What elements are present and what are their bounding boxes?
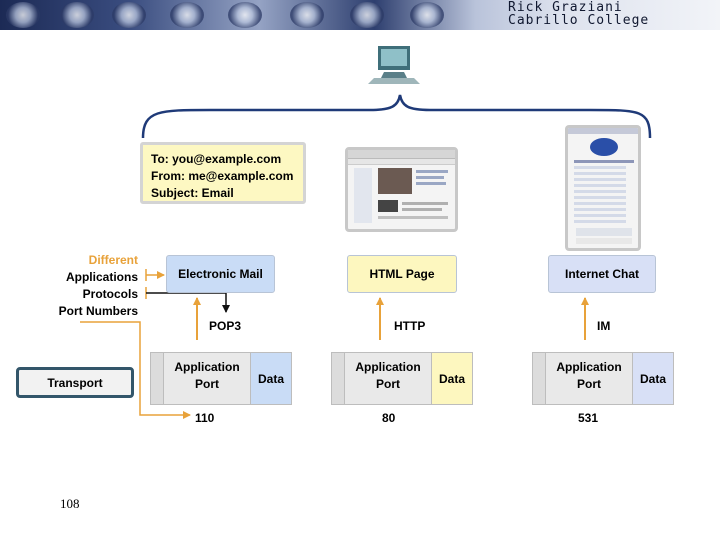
label-applications: Applications [65,270,138,284]
segment-chat: Application Port Data [532,352,674,405]
header-banner: Rick Graziani Cabrillo College [0,0,720,30]
port-80: 80 [382,411,396,425]
computer-icon [368,46,420,84]
segment-header: Application Port [345,353,431,404]
webpage-screenshot [345,147,458,232]
segment-data: Data [431,353,472,404]
slide-number: 108 [60,496,80,511]
header-line-1: Application [355,360,421,374]
side-label-pointers [145,269,230,313]
app-internet-chat: Internet Chat [548,255,656,293]
port-110: 110 [195,411,215,425]
segment-data: Data [632,353,673,404]
protocol-pop3: POP3 [209,319,242,333]
segment-email: Application Port Data [150,352,292,405]
header-line-2: Port [376,377,400,391]
email-header-note: To: you@example.com From: me@example.com… [140,142,306,204]
banner-author: Rick Graziani [508,0,623,15]
port-numbers-pointer [80,321,191,419]
chat-screenshot [565,125,641,251]
email-subject: Subject: Email [151,186,234,200]
side-label-stack: Different Applications Protocols Port Nu… [40,252,138,320]
app-electronic-mail: Electronic Mail [166,255,275,293]
banner-title: Rick Graziani Cabrillo College [508,1,649,27]
email-to: To: you@example.com [151,152,282,166]
port-531: 531 [578,411,599,425]
header-line-2: Port [195,377,219,391]
segment-data: Data [250,353,291,404]
segment-html: Application Port Data [331,352,473,405]
label-different: Different [88,253,138,267]
transport-layer-box: Transport [16,367,134,398]
app-html-page: HTML Page [347,255,457,293]
segment-header: Application Port [546,353,632,404]
grouping-bracket [141,94,652,139]
label-port-numbers: Port Numbers [58,304,138,318]
protocol-im: IM [597,319,611,333]
header-line-1: Application [174,360,240,374]
segment-header: Application Port [164,353,250,404]
label-protocols: Protocols [82,287,138,301]
protocol-http: HTTP [394,319,426,333]
header-line-1: Application [556,360,622,374]
email-from: From: me@example.com [151,169,294,183]
banner-institution: Cabrillo College [508,13,650,28]
header-line-2: Port [577,377,601,391]
